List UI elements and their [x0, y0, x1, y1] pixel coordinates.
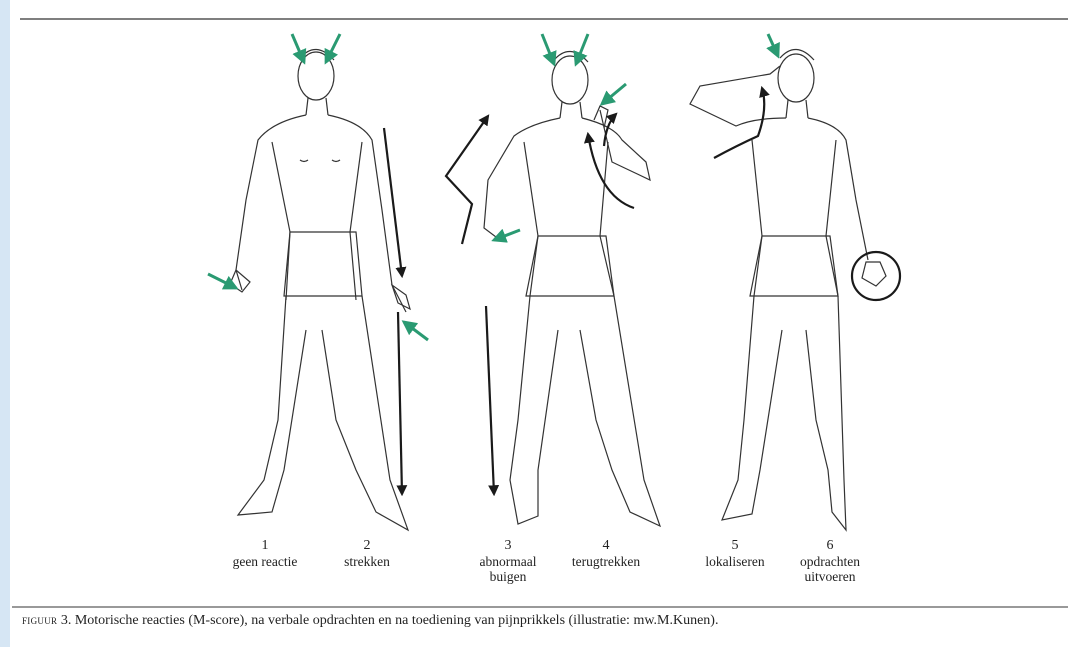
response-1-text: geen reactie	[210, 554, 320, 569]
figure-prefix: figuur	[22, 613, 57, 627]
response-2-text: strekken	[322, 554, 412, 569]
response-4-label: 4 terugtrekken	[556, 538, 656, 569]
fist-highlight-circle	[852, 252, 900, 300]
figure-number: 3.	[61, 613, 72, 628]
response-4-number: 4	[556, 538, 656, 554]
response-3-number: 3	[458, 538, 558, 554]
response-1-label: 1 geen reactie	[210, 538, 320, 569]
response-1-number: 1	[210, 538, 320, 554]
pain-stimulus-arrows	[208, 34, 778, 340]
response-6-label: 6 opdrachten uitvoeren	[780, 538, 880, 584]
figure-page: 1 geen reactie 2 strekken 3 abnormaal bu…	[10, 0, 1080, 647]
response-2-number: 2	[322, 538, 412, 554]
response-5-number: 5	[690, 538, 780, 554]
response-3-label: 3 abnormaal buigen	[458, 538, 558, 584]
figure-caption: figuur 3. Motorische reacties (M-score),…	[22, 613, 1072, 629]
response-6-text: opdrachten uitvoeren	[780, 554, 880, 584]
response-6-number: 6	[780, 538, 880, 554]
figure-caption-text: Motorische reacties (M-score), na verbal…	[75, 613, 719, 628]
body-figure-3-4	[484, 51, 660, 526]
motion-arrows	[384, 88, 764, 494]
body-figure-1-2	[230, 49, 410, 530]
response-4-text: terugtrekken	[556, 554, 656, 569]
response-5-text: lokaliseren	[690, 554, 780, 569]
response-2-label: 2 strekken	[322, 538, 412, 569]
response-5-label: 5 lokaliseren	[690, 538, 780, 569]
response-3-text: abnormaal buigen	[458, 554, 558, 584]
